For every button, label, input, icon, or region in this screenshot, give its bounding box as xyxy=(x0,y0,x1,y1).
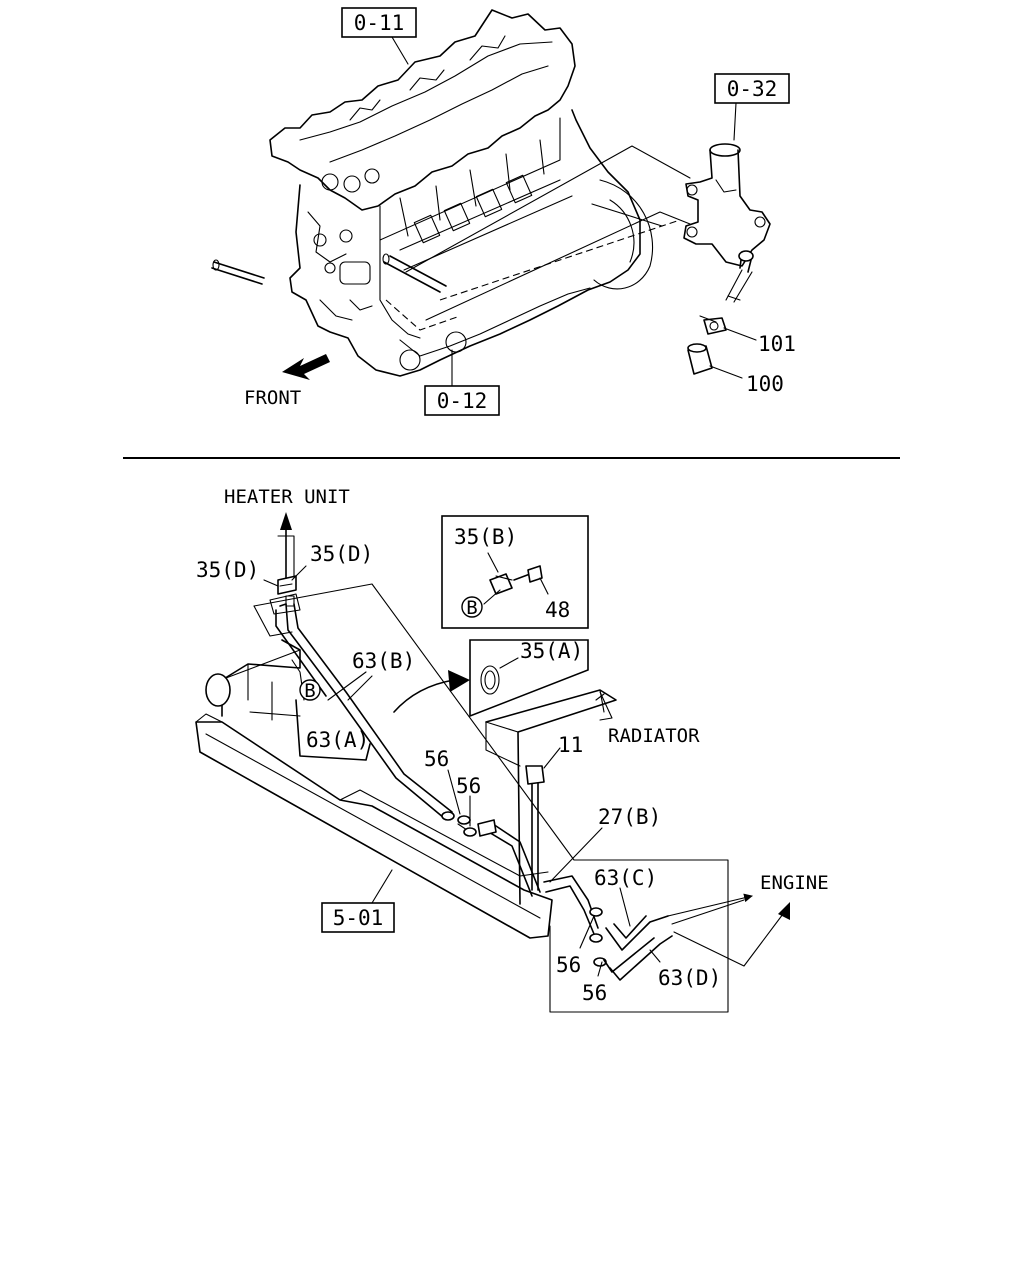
clip-and-hose-drawing xyxy=(687,315,757,379)
front-direction-label: FRONT xyxy=(244,387,301,409)
part-number-56-b[interactable]: 56 xyxy=(456,774,481,798)
ref-box-0-32[interactable]: 0-32 xyxy=(714,73,790,104)
front-arrow-icon xyxy=(282,354,330,380)
part-number-35d-left[interactable]: 35(D) xyxy=(196,558,259,582)
part-number-101[interactable]: 101 xyxy=(758,332,796,356)
part-number-63c[interactable]: 63(C) xyxy=(594,866,657,890)
water-outlet-drawing xyxy=(683,102,771,303)
marker-b-inset: B xyxy=(461,596,483,619)
detail-outline xyxy=(253,583,729,1013)
label-leaders xyxy=(263,565,661,977)
ref-label-0-12: 0-12 xyxy=(437,389,488,413)
ref-label-0-32: 0-32 xyxy=(727,77,778,101)
heater-hose-drawing xyxy=(269,575,455,821)
ref-label-5-01: 5-01 xyxy=(333,906,384,930)
part-number-63d[interactable]: 63(D) xyxy=(658,966,721,990)
engine-label: ENGINE xyxy=(760,872,829,894)
part-number-27b[interactable]: 27(B) xyxy=(598,805,661,829)
part-number-56-c[interactable]: 56 xyxy=(556,953,581,977)
svg-text:B: B xyxy=(466,597,477,619)
ref-box-0-11[interactable]: 0-11 xyxy=(341,7,417,38)
frame-rail-drawing xyxy=(195,639,553,939)
heater-unit-label: HEATER UNIT xyxy=(224,486,350,508)
part-number-35a[interactable]: 35(A) xyxy=(520,639,583,663)
radiator-drawing xyxy=(485,689,617,905)
part-number-35b[interactable]: 35(B) xyxy=(454,525,517,549)
marker-b-frame: B xyxy=(299,679,321,702)
part-number-100[interactable]: 100 xyxy=(746,372,784,396)
engine-assembly-drawing xyxy=(211,9,654,377)
part-number-63a[interactable]: 63(A) xyxy=(306,728,369,752)
inset-clip-35a xyxy=(469,639,589,718)
svg-text:B: B xyxy=(304,680,315,702)
part-number-56-d[interactable]: 56 xyxy=(582,981,607,1005)
radiator-label: RADIATOR xyxy=(608,725,700,747)
part-number-63b[interactable]: 63(B) xyxy=(352,649,415,673)
part-number-11[interactable]: 11 xyxy=(558,733,583,757)
exploded-leaders xyxy=(385,145,691,331)
part-number-35d-right[interactable]: 35(D) xyxy=(310,542,373,566)
radiator-hoses-drawing xyxy=(457,765,673,981)
ref-box-5-01[interactable]: 5-01 xyxy=(321,902,395,933)
engine-arrows-icon xyxy=(667,893,790,967)
heater-unit-arrow-icon xyxy=(277,512,295,579)
ref-label-0-11: 0-11 xyxy=(354,11,405,35)
ref-box-0-12[interactable]: 0-12 xyxy=(424,385,500,416)
curved-arrow-icon xyxy=(393,670,470,713)
part-number-56-a[interactable]: 56 xyxy=(424,747,449,771)
part-number-48[interactable]: 48 xyxy=(545,598,570,622)
